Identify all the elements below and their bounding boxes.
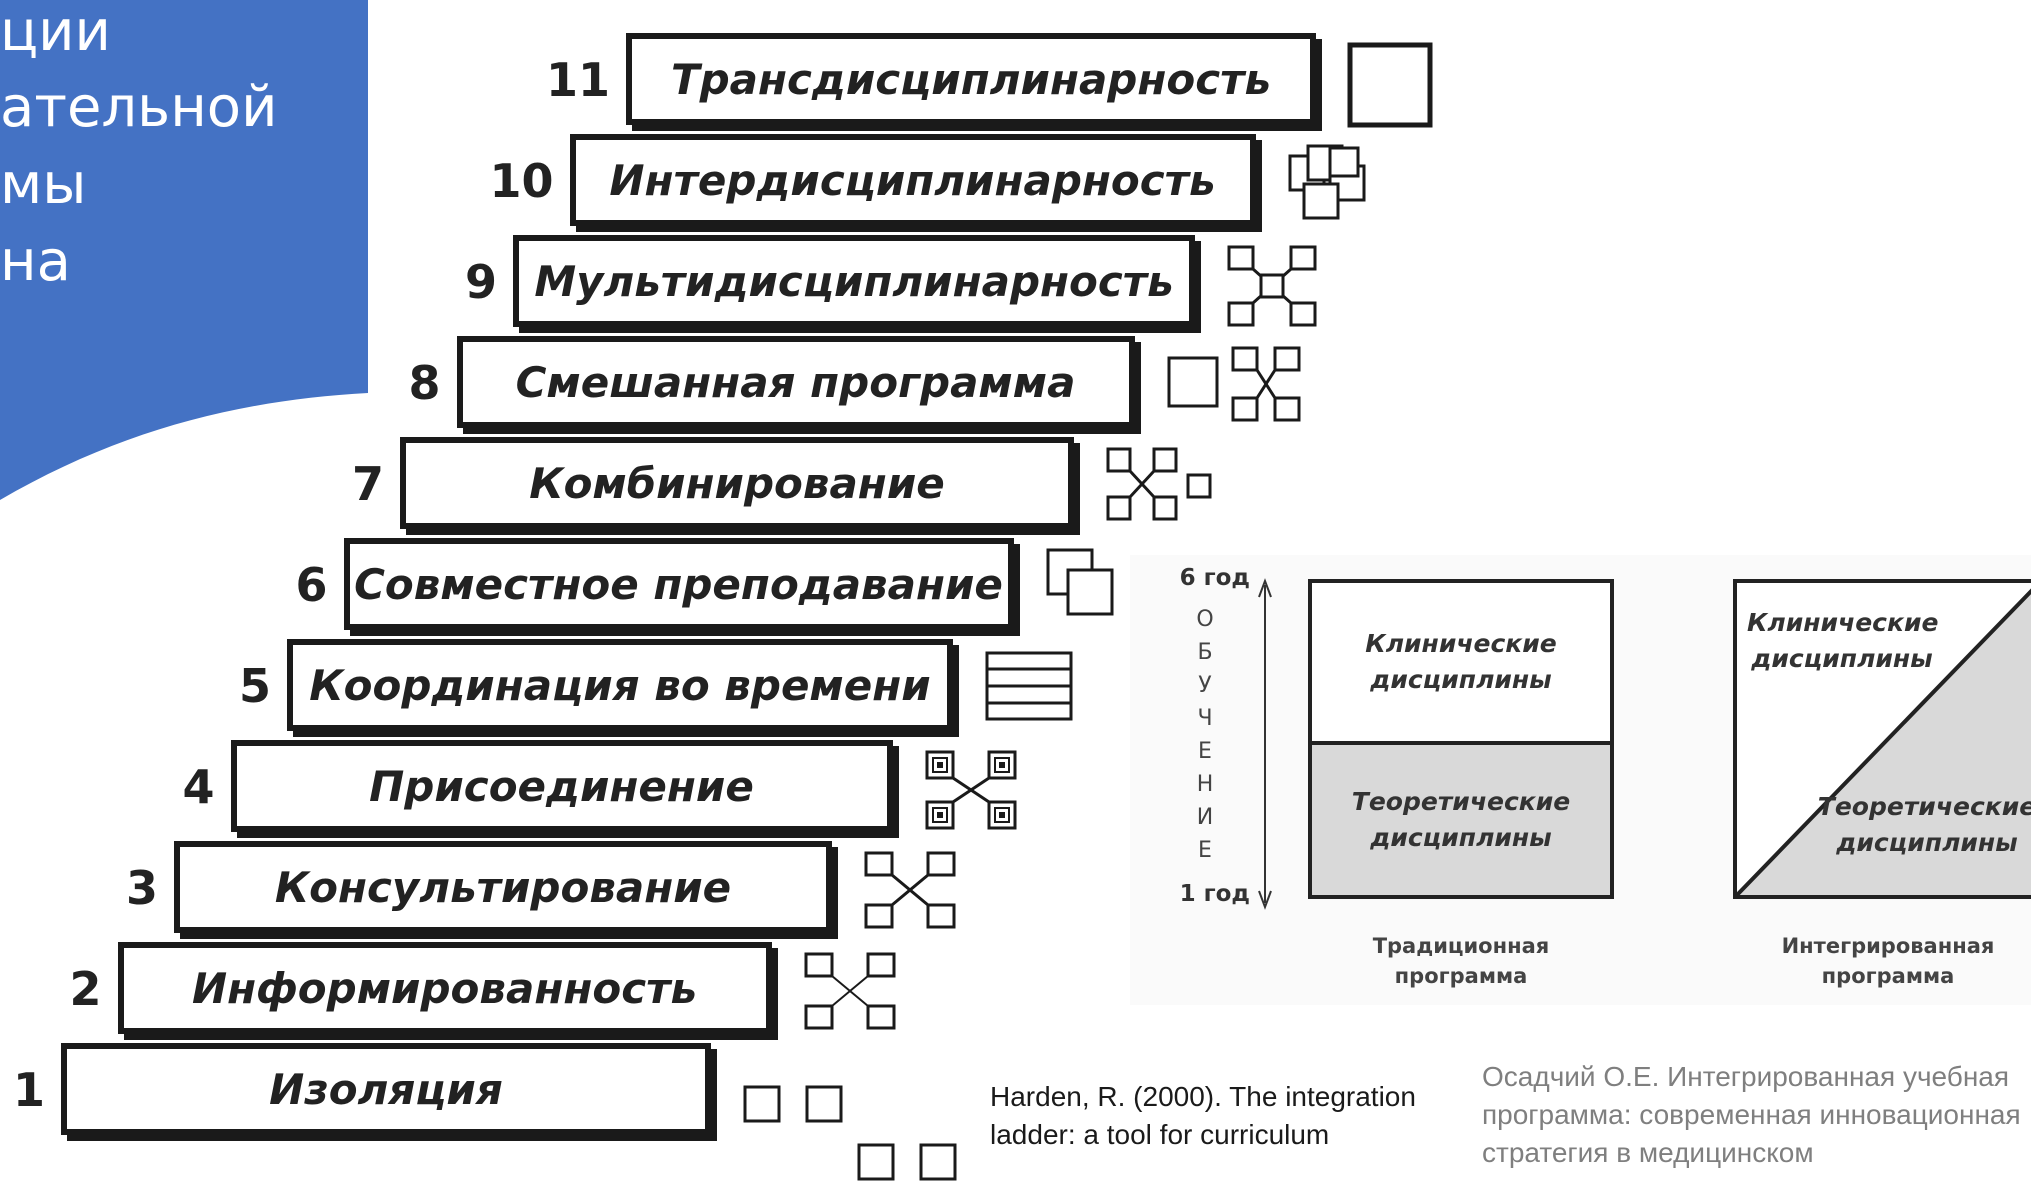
traditional-box: Клинические дисциплины Теоретические дис… bbox=[1308, 579, 1614, 899]
single-square-icon bbox=[1346, 41, 1436, 136]
reference-osadchy: Осадчий О.Е. Интегрированная учебная про… bbox=[1482, 1058, 2021, 1172]
title-panel: ции ательной мы на bbox=[0, 0, 370, 500]
title-line-4: на bbox=[0, 229, 71, 294]
connected-squares-icon bbox=[1104, 445, 1214, 540]
ladder-step-4: Присоединение bbox=[230, 740, 893, 832]
horizontal-bars-icon bbox=[983, 647, 1083, 742]
integrated-theoretical-line-2: дисциплины bbox=[1836, 828, 2018, 857]
ladder-step-label: Комбинирование bbox=[529, 458, 945, 508]
ladder-step-2: Информированность bbox=[117, 942, 772, 1034]
step-number-10: 10 bbox=[489, 154, 554, 208]
integrated-diagonal bbox=[1737, 588, 2031, 895]
square-plus-cross-icon bbox=[1165, 344, 1305, 439]
ladder-step-label: Мультидисциплинарность bbox=[534, 256, 1174, 306]
integrated-clinical: Клинические дисциплины bbox=[1747, 605, 1939, 677]
step-number-7: 7 bbox=[351, 457, 384, 511]
ladder-step-label: Изоляция bbox=[269, 1064, 503, 1114]
integrated-caption: Интегрированная программа bbox=[1733, 931, 2031, 991]
ladder-step-1: Изоляция bbox=[61, 1043, 711, 1135]
step-number-8: 8 bbox=[408, 356, 441, 410]
ladder-step-label: Трансдисциплинарность bbox=[670, 54, 1272, 104]
ladder-step-10: Интердисциплинарность bbox=[569, 134, 1256, 226]
ladder-step-8: Смешанная программа bbox=[456, 336, 1135, 428]
axis-word-letter: О bbox=[1196, 607, 1214, 632]
axis-word-letter: Е bbox=[1198, 739, 1212, 764]
reference-harden-line-1: Harden, R. (2000). The integration bbox=[990, 1081, 1416, 1112]
axis-word-letter: И bbox=[1196, 805, 1214, 830]
axis-top-label: 6 год bbox=[1179, 565, 1250, 591]
integrated-caption-line-2: программа bbox=[1821, 964, 1955, 988]
step-number-9: 9 bbox=[464, 255, 497, 309]
ladder-step-3: Консультирование bbox=[174, 841, 832, 933]
traditional-caption-line-2: программа bbox=[1394, 964, 1528, 988]
ladder-step-label: Присоединение bbox=[369, 761, 754, 811]
axis-arrow bbox=[1258, 578, 1272, 910]
nested-squares-cross-icon bbox=[923, 748, 1023, 843]
reference-osadchy-line-2: программа: современная инновационная bbox=[1482, 1099, 2021, 1130]
ladder-step-label: Консультирование bbox=[274, 862, 732, 912]
ladder-step-6: Совместное преподавание bbox=[343, 538, 1014, 630]
ladder-step-label: Совместное преподавание bbox=[354, 559, 1003, 609]
integrated-caption-line-1: Интегрированная bbox=[1781, 934, 1995, 958]
title-line-2: ательной bbox=[0, 75, 278, 140]
step-number-6: 6 bbox=[295, 558, 328, 612]
reference-osadchy-line-1: Осадчий О.Е. Интегрированная учебная bbox=[1482, 1061, 2010, 1092]
step-number-2: 2 bbox=[69, 962, 102, 1016]
title-panel-bg bbox=[0, 0, 368, 500]
integrated-clinical-line-2: дисциплины bbox=[1751, 644, 1933, 673]
traditional-theoretical-line-2: дисциплины bbox=[1370, 823, 1552, 852]
ladder-step-9: Мультидисциплинарность bbox=[513, 235, 1195, 327]
reference-osadchy-line-3: стратегия в медицинском bbox=[1482, 1137, 1814, 1168]
title-line-1: ции bbox=[0, 0, 111, 64]
ladder-step-label: Интердисциплинарность bbox=[609, 155, 1216, 205]
axis-word-letter: У bbox=[1198, 673, 1212, 698]
ladder-step-label: Координация во времени bbox=[309, 660, 931, 710]
overlapping-squares-cluster-icon bbox=[1286, 142, 1386, 237]
step-number-4: 4 bbox=[182, 760, 215, 814]
connected-squares-icon bbox=[802, 950, 902, 1045]
reference-harden-line-2: ladder: a tool for curriculum bbox=[990, 1119, 1330, 1150]
axis-word-letter: Ч bbox=[1197, 706, 1213, 731]
step-number-3: 3 bbox=[125, 861, 158, 915]
step-number-1: 1 bbox=[12, 1063, 45, 1117]
ladder-step-7: Комбинирование bbox=[400, 437, 1074, 529]
title-line-3: мы bbox=[0, 152, 87, 217]
ladder-step-label: Информированность bbox=[191, 963, 698, 1013]
integrated-theoretical: Теоретические дисциплины bbox=[1817, 789, 2031, 861]
traditional-caption: Традиционная программа bbox=[1308, 931, 1614, 991]
integrated-theoretical-line-1: Теоретические bbox=[1817, 792, 2031, 821]
axis-word-letter: Б bbox=[1197, 640, 1213, 665]
integrated-clinical-line-1: Клинические bbox=[1747, 608, 1939, 637]
traditional-clinical-line-1: Клинические bbox=[1365, 629, 1557, 658]
central-square-cross-icon bbox=[1225, 243, 1325, 338]
axis-word-letter: Н bbox=[1196, 772, 1214, 797]
integrated-box: Клинические дисциплины Теоретические дис… bbox=[1733, 579, 2031, 899]
isolated-squares-icon bbox=[741, 1081, 961, 1196]
step-number-11: 11 bbox=[545, 53, 610, 107]
ladder-step-11: Трансдисциплинарность bbox=[626, 33, 1316, 125]
traditional-clinical-line-2: дисциплины bbox=[1370, 665, 1552, 694]
overlapping-squares-icon bbox=[1044, 546, 1144, 641]
axis-word-letter: Е bbox=[1198, 838, 1212, 863]
ladder-step-5: Координация во времени bbox=[287, 639, 953, 731]
traditional-clinical: Клинические дисциплины bbox=[1312, 583, 1610, 741]
traditional-theoretical: Теоретические дисциплины bbox=[1312, 741, 1610, 895]
traditional-theoretical-line-1: Теоретические bbox=[1351, 787, 1571, 816]
ladder-step-label: Смешанная программа bbox=[515, 357, 1076, 407]
connected-squares-icon bbox=[862, 849, 962, 944]
reference-harden: Harden, R. (2000). The integration ladde… bbox=[990, 1078, 1416, 1154]
axis-bottom-label: 1 год bbox=[1179, 881, 1250, 907]
step-number-5: 5 bbox=[238, 659, 271, 713]
traditional-caption-line-1: Традиционная bbox=[1372, 934, 1550, 958]
